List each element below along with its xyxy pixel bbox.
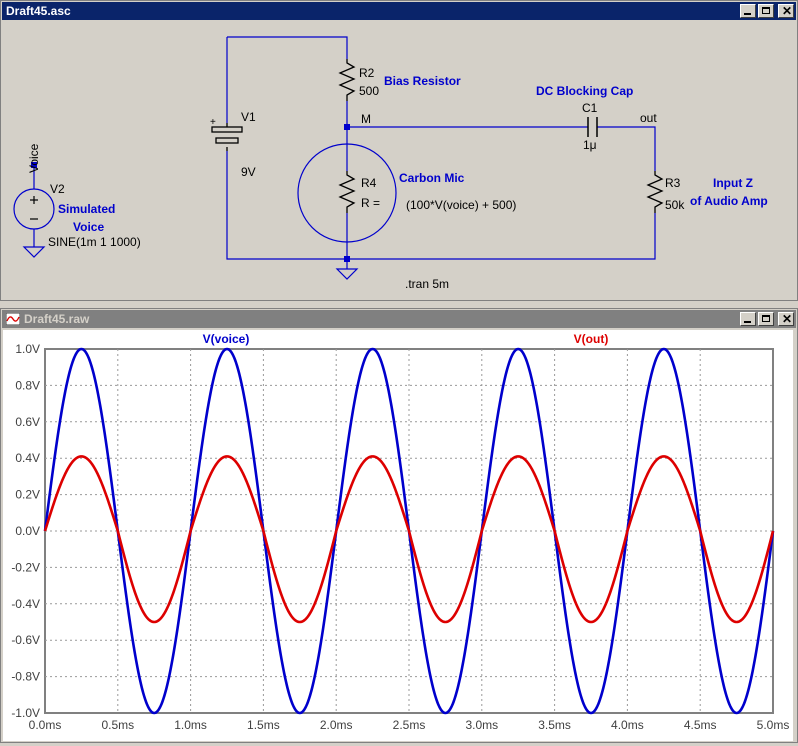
r2-value-label: 500 — [359, 84, 379, 98]
minimize-icon — [744, 13, 751, 15]
r3-resistor-symbol — [646, 171, 664, 213]
y-tick-label: -0.8V — [11, 670, 40, 684]
close-icon: ✕ — [782, 312, 793, 326]
v1-value-label: 9V — [241, 165, 256, 179]
v2-source-symbol — [13, 188, 55, 230]
trace-v-out[interactable] — [43, 455, 775, 624]
r4-expression-label: (100*V(voice) + 500) — [406, 198, 516, 212]
waveform-window-title: Draft45.raw — [24, 312, 90, 326]
y-tick-label: 0.4V — [15, 451, 40, 465]
legend-out[interactable]: V(out) — [574, 332, 609, 346]
r2-resistor-symbol — [338, 59, 356, 101]
schematic-drawing: R2 500 V1 9V + M C1 1μ out R4 R = (100*V… — [13, 36, 768, 291]
y-tick-label: 0.0V — [15, 524, 40, 538]
r4-name-label: R4 — [361, 176, 377, 190]
close-button[interactable]: ✕ — [778, 4, 794, 18]
waveform-app-icon — [6, 313, 20, 325]
voice-node-label: Voice — [27, 143, 41, 173]
c1-capacitor-symbol — [587, 117, 598, 137]
y-tick-label: 0.6V — [15, 415, 40, 429]
waveform-plot-area[interactable]: 1.0V 0.8V 0.6V 0.4V 0.2V 0.0V -0.2V -0.4V -0.6V -… — [3, 330, 793, 741]
carbon-mic-circle — [297, 143, 397, 243]
maximize-icon — [762, 315, 770, 322]
y-tick-label: -0.2V — [11, 560, 40, 574]
r4-resistor-symbol — [338, 171, 356, 213]
x-tick-label: 2.5ms — [393, 718, 426, 732]
r3-value-label: 50k — [665, 198, 685, 212]
ground-icon — [335, 268, 359, 280]
y-tick-label: -1.0V — [11, 706, 40, 720]
r3-comment-line-2: of Audio Amp — [690, 194, 768, 208]
x-tick-label: 3.5ms — [538, 718, 571, 732]
wire-ground-bus — [346, 213, 656, 260]
v2-name-label: V2 — [50, 182, 65, 196]
v2-comment-line-2: Voice — [73, 220, 104, 234]
v1-name-label: V1 — [241, 110, 256, 124]
maximize-button[interactable] — [758, 4, 774, 18]
x-tick-label: 5.0ms — [757, 718, 790, 732]
y-tick-label: -0.6V — [11, 633, 40, 647]
x-tick-label: 4.0ms — [611, 718, 644, 732]
y-tick-label: -0.4V — [11, 597, 40, 611]
v2-ground-icon — [22, 246, 46, 258]
v1-battery-symbol — [211, 123, 243, 151]
schematic-canvas[interactable]: R2 500 V1 9V + M C1 1μ out R4 R = (100*V… — [4, 22, 794, 298]
junction-dot-ground — [344, 256, 350, 262]
plot-traces — [43, 347, 775, 715]
x-tick-label: 2.0ms — [320, 718, 353, 732]
schematic-window-title: Draft45.asc — [6, 4, 71, 18]
r3-name-label: R3 — [665, 176, 681, 190]
x-tick-label: 3.0ms — [465, 718, 498, 732]
x-tick-label: 1.5ms — [247, 718, 280, 732]
x-tick-label: 4.5ms — [684, 718, 717, 732]
tran-directive-label[interactable]: .tran 5m — [405, 277, 449, 291]
minimize-button[interactable] — [740, 4, 756, 18]
v2-comment-line-1: Simulated — [58, 202, 115, 216]
minimize-icon — [744, 321, 751, 323]
junction-dot-m — [344, 124, 350, 130]
r4-comment-label: Carbon Mic — [399, 171, 465, 185]
r2-comment-label: Bias Resistor — [384, 74, 461, 88]
r4-value-label: R = — [361, 196, 380, 210]
voice-node-flag — [31, 162, 37, 168]
schematic-window: Draft45.asc ✕ — [0, 0, 798, 301]
maximize-button[interactable] — [758, 312, 774, 326]
y-axis-ticks: 1.0V 0.8V 0.6V 0.4V 0.2V 0.0V -0.2V -0.4V -0.6V -… — [11, 342, 40, 720]
node-m-label: M — [361, 112, 371, 126]
y-tick-label: 1.0V — [15, 342, 40, 356]
y-tick-label: 0.2V — [15, 488, 40, 502]
r3-comment-line-1: Input Z — [713, 176, 753, 190]
x-tick-label: 1.0ms — [174, 718, 207, 732]
c1-value-label: 1μ — [583, 138, 597, 152]
waveform-title-bar[interactable]: Draft45.raw ✕ — [2, 310, 796, 328]
r2-name-label: R2 — [359, 66, 375, 80]
y-tick-label: 0.8V — [15, 378, 40, 392]
waveform-title-wrap: Draft45.raw — [6, 312, 89, 326]
c1-name-label: C1 — [582, 101, 598, 115]
wire-v1-bottom — [226, 151, 347, 260]
wire-node-out — [597, 126, 656, 171]
close-button[interactable]: ✕ — [778, 312, 794, 326]
c1-comment-label: DC Blocking Cap — [536, 84, 633, 98]
v2-value-label: SINE(1m 1 1000) — [48, 235, 141, 249]
v1-plus-label: + — [210, 117, 216, 128]
x-tick-label: 0.0ms — [29, 718, 62, 732]
x-axis-ticks: 0.0ms 0.5ms 1.0ms 1.5ms 2.0ms 2.5ms 3.0ms 3.5ms… — [29, 718, 790, 732]
close-icon: ✕ — [782, 4, 793, 18]
legend-voice[interactable]: V(voice) — [203, 332, 250, 346]
wire-top — [227, 36, 348, 59]
minimize-button[interactable] — [740, 312, 756, 326]
waveform-chart: 1.0V 0.8V 0.6V 0.4V 0.2V 0.0V -0.2V -0.4V -0.6V -… — [11, 332, 790, 732]
x-tick-label: 0.5ms — [101, 718, 134, 732]
schematic-title-bar[interactable]: Draft45.asc ✕ — [2, 2, 796, 20]
maximize-icon — [762, 7, 770, 14]
node-out-label: out — [640, 111, 657, 125]
